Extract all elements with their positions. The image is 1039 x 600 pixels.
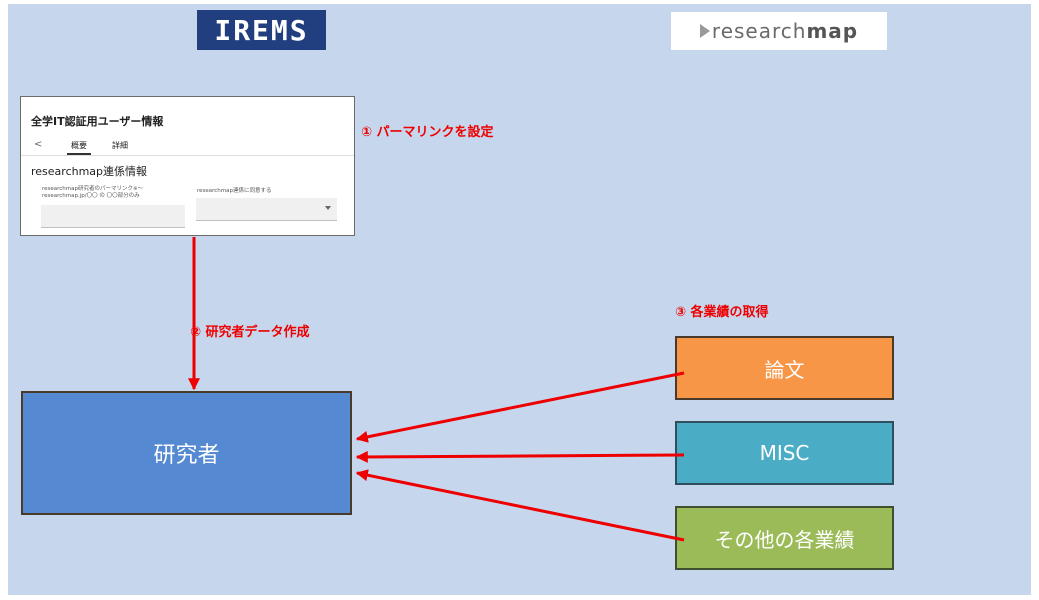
permalink-field-label-line2: researchmap.jp/〇〇 の 〇〇部分のみ	[42, 193, 140, 199]
permalink-input[interactable]	[41, 205, 185, 228]
misc-box: MISC	[675, 421, 894, 485]
step3-fetch-achievements-note: ③ 各業績の取得	[675, 305, 769, 320]
arrow-misc-to-researcher	[355, 450, 685, 463]
researchmap-section-title: researchmap連係情報	[31, 165, 148, 178]
step2-create-researcher-note: ② 研究者データ作成	[190, 325, 310, 340]
play-triangle-icon	[699, 24, 710, 38]
consent-select[interactable]	[196, 198, 337, 221]
consent-field-label: researchmap連係に同意する	[197, 188, 272, 194]
other-achievements-box: その他の各業績	[675, 506, 894, 570]
researchmap-logo-suffix: map	[806, 19, 859, 43]
card-title: 全学IT認証用ユーザー情報	[31, 115, 164, 128]
back-chevron-icon[interactable]: <	[34, 139, 43, 150]
step1-set-permalink-note: ① パーマリンクを設定	[361, 125, 494, 140]
researchmap-logo-prefix: research	[711, 19, 807, 43]
permalink-field-label: researchmap研究者のパーマリンク※〜 researchmap.jp/〇…	[42, 186, 143, 200]
arrow-papers-to-researcher	[355, 371, 685, 443]
tab-detail[interactable]: 詳細	[112, 141, 128, 150]
tab-divider	[21, 155, 354, 156]
papers-box: 論文	[675, 336, 894, 400]
arrow-other-to-researcher	[355, 469, 685, 542]
chevron-down-icon	[325, 206, 331, 210]
irems-logo: IREMS	[197, 10, 326, 50]
researcher-box: 研究者	[21, 391, 352, 515]
tab-overview[interactable]: 概要	[67, 140, 91, 155]
permalink-field-label-line1: researchmap研究者のパーマリンク※〜	[42, 186, 144, 192]
user-info-screenshot-card: 全学IT認証用ユーザー情報 < 概要 詳細 researchmap連係情報 re…	[20, 96, 355, 236]
